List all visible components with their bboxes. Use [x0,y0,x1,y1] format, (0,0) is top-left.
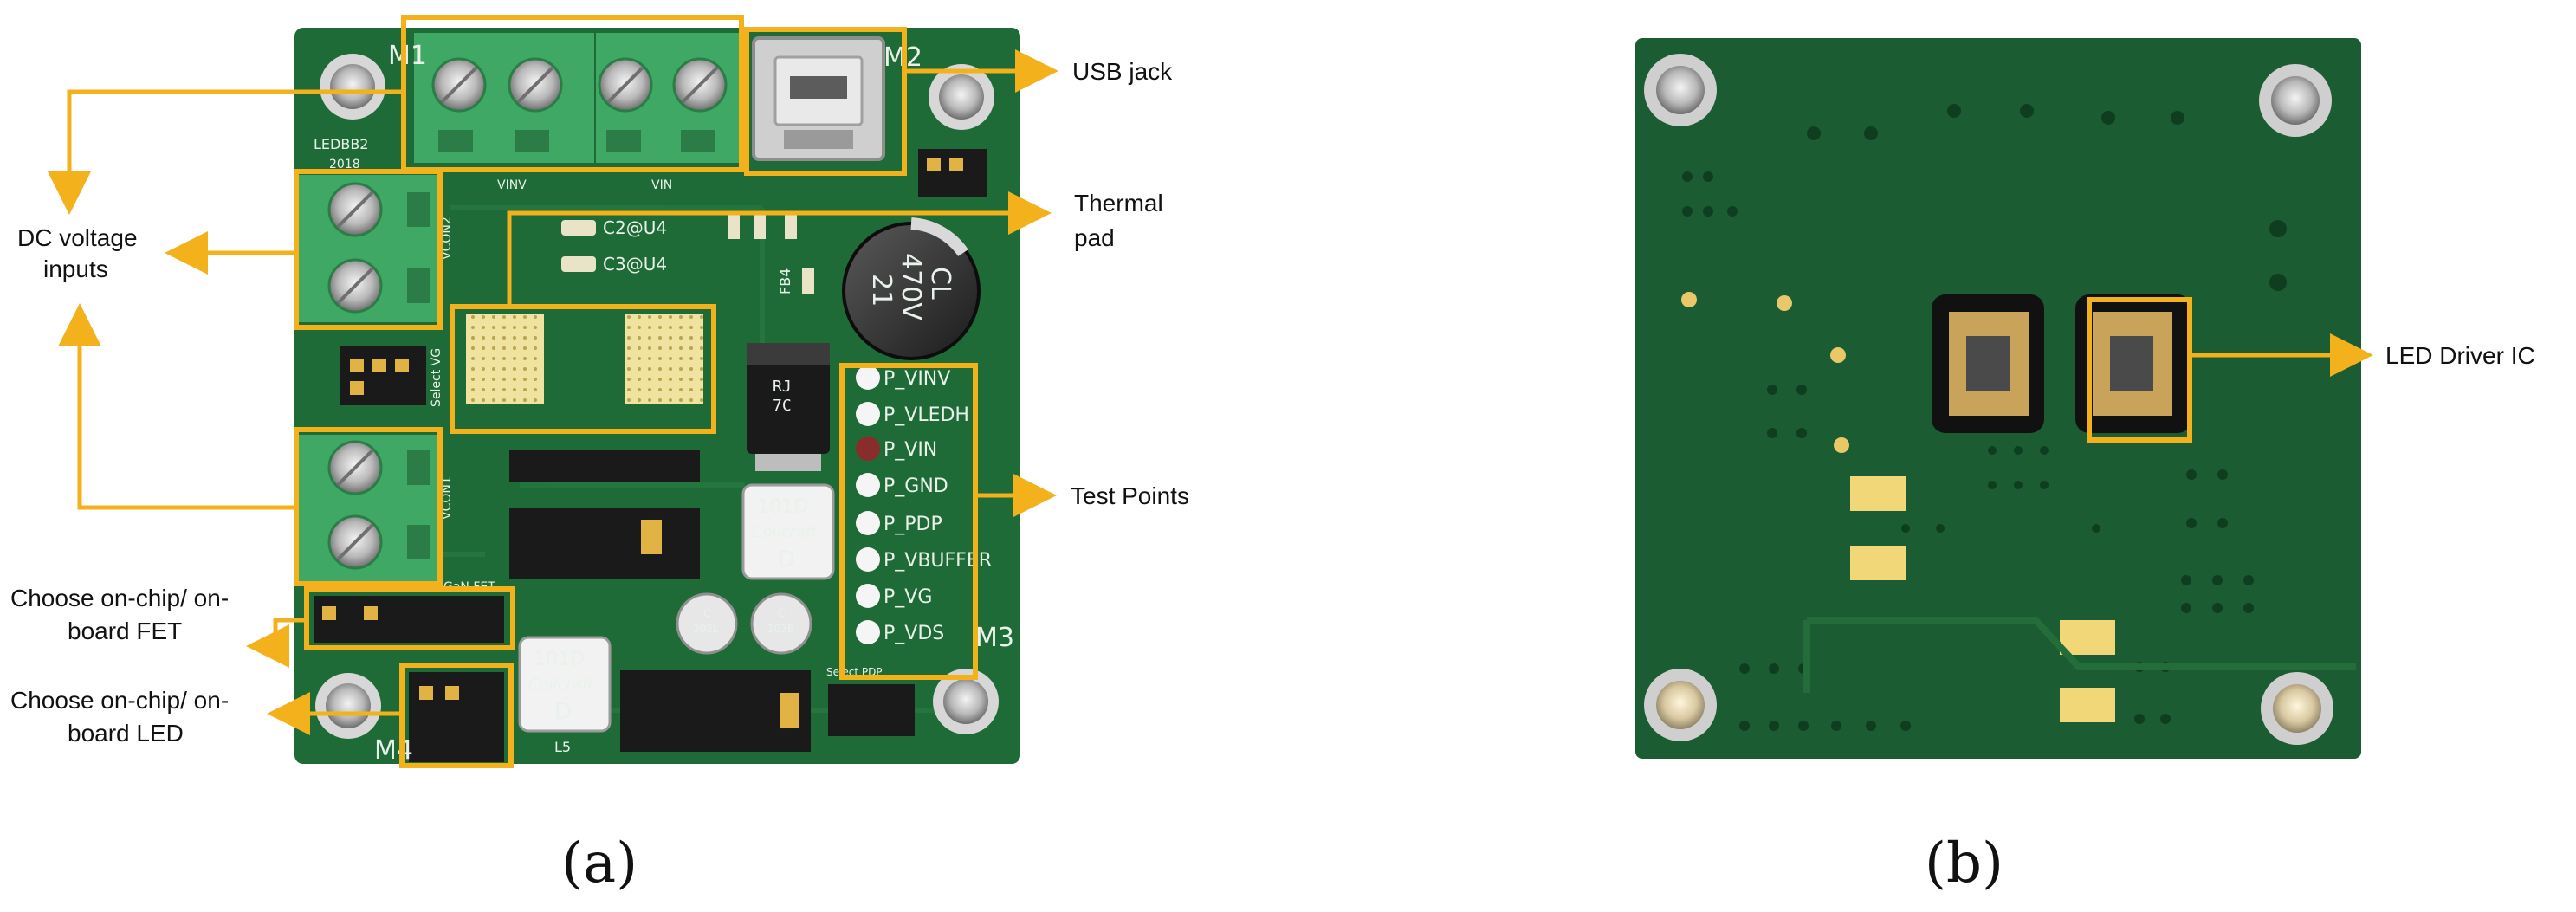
inductor-upper [741,483,835,580]
back-traces [1803,617,2356,693]
panel-b: LED Driver IC (b) [1635,38,2535,896]
highlight-led-driver-ic [2087,297,2192,443]
inductor-2-line-1: 101D [534,649,585,670]
mounting-screw-bl [315,673,381,739]
terminal-block-top [414,33,741,163]
highlight-thermal-pads [450,304,716,434]
label-usb-jack: USB jack [1072,58,1173,85]
mounting-screw-tr [929,64,994,130]
tp-label-vds: P_VDS [883,623,944,644]
back-screw-bl [1644,669,1717,741]
silk-vcon1: VCON1 [440,476,454,520]
inductor-2-line-2: Coilcraft [528,676,594,694]
tp-label-vinv: P_VINV [883,368,950,390]
small-inductor-2-line-2: 103B [767,623,794,635]
cap-text-line-3: 21 [866,274,896,307]
jumper-header-fet [314,596,504,643]
tp-label-vg: P_VG [883,586,932,608]
callout-arrows-a [48,49,1058,735]
label-led-driver-ic: LED Driver IC [2385,342,2535,369]
label-choose-led-line-2: board LED [68,720,184,747]
arrow-top-terminals [48,89,404,215]
capacitor-label: CL 470V 21 [866,253,955,320]
small-inductor-2-line-1: C [778,607,785,619]
usb-jack-component [752,36,885,161]
small-inductor-1-line-2: 202L [693,623,719,635]
label-choose-fet-line-2: board FET [68,618,182,644]
jumper-header-led [409,672,504,762]
terminal-block-vcon1 [299,435,437,582]
mounting-screw-br [933,669,999,734]
label-dc-voltage-inputs-line-2: inputs [43,255,108,282]
terminal-block-vcon2 [299,175,437,322]
ic-left [1932,294,2044,433]
jumper-block-middle [509,450,700,579]
ic-right [2075,294,2191,433]
tp-label-pdp: P_PDP [883,514,942,535]
silk-m1: M1 [388,41,427,71]
cap-text-line-2: 470V [896,253,926,320]
silk-c2u4: C2@U4 [603,217,667,238]
silk-vcon2: VCON2 [440,217,454,260]
jumper-header-usb [918,149,987,197]
tp-label-vin: P_VIN [883,439,937,461]
silk-l5: L5 [554,739,571,755]
label-thermal-pad-line-1: Thermal [1074,190,1163,217]
inductor-1-line-2: Coilcraft [752,523,818,541]
inductor-1-line-1: 101D [757,496,808,518]
back-gold-pads [1681,292,2115,722]
tp-label-gnd: P_GND [883,475,948,497]
panel-a: M1 M2 M3 M4 LEDBB2 2018 VINV VIN VCON2 V… [10,15,1189,896]
small-inductor-1-line-1: C [703,607,710,619]
diode-text-1: RJ [773,378,792,396]
thermal-pads [466,314,703,404]
diode [747,343,830,471]
highlight-test-points [839,363,978,680]
caption-b: (b) [1925,831,2003,896]
silk-m3: M3 [975,623,1014,653]
silk-board-year: 2018 [329,158,360,171]
label-choose-fet-line-1: Choose on-chip/ on- [10,585,229,611]
inductor-2-line-3: D [554,699,572,725]
jumper-header-select-vg [340,346,426,405]
silk-fb4: FB4 [777,268,793,294]
label-dc-voltage-inputs-line-1: DC voltage [17,224,138,251]
back-screw-tl [1644,54,1717,126]
label-choose-led-line-1: Choose on-chip/ on- [10,687,229,714]
label-thermal-pad-line-2: pad [1074,224,1115,251]
silk-select-vg: Select VG [430,348,443,407]
inductor-1-line-3: D [778,547,795,572]
smd-components [561,213,814,294]
arrow-vcon1 [58,303,296,510]
back-screw-tr [2259,64,2332,137]
diode-text-2: 7C [773,397,792,415]
highlight-vcon2 [294,169,443,330]
tp-label-vledh: P_VLEDH [883,404,969,426]
inductor-lower [518,636,612,733]
jumper-header-bottom [620,670,915,752]
arrow-thermal [507,191,1052,307]
label-test-points: Test Points [1071,482,1189,509]
silk-board-id: LEDBB2 [314,136,368,152]
caption-a: (a) [561,831,638,896]
silk-c3u4: C3@U4 [603,254,667,275]
silk-m4: M4 [374,735,413,766]
mounting-screw-tl [320,54,385,120]
highlight-usb-jack [744,27,907,176]
back-screw-br [2261,672,2333,745]
small-inductors [676,592,812,655]
test-points [856,365,880,644]
silk-vin: VIN [651,178,672,192]
cap-text-line-1: CL [925,267,955,300]
silk-vinv: VINV [497,178,527,192]
electrolytic-capacitor [842,217,981,360]
arrow-fet [246,618,307,668]
